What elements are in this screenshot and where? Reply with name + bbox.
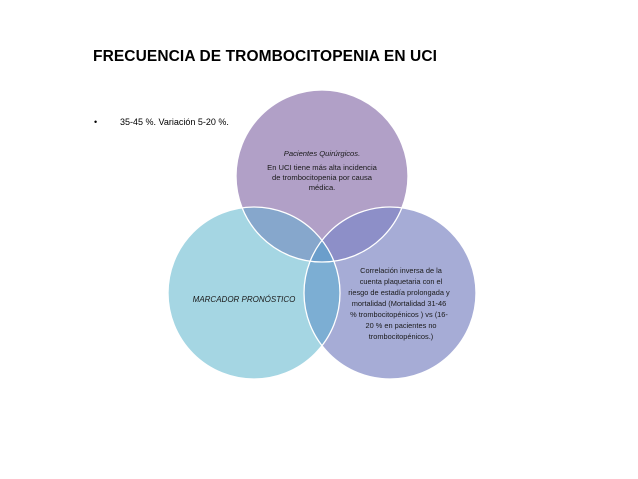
top-circle-line: de trombocitopenia por causa	[272, 173, 373, 182]
top-circle-line: médica.	[309, 183, 336, 192]
right-circle-line: % trombocitopénicos ) vs (16-	[350, 310, 448, 319]
right-circle-line: riesgo de estadía prolongada y	[348, 288, 450, 297]
top-circle-line: En UCI tiene más alta incidencia	[267, 163, 378, 172]
venn-overlap-top-right	[304, 207, 408, 262]
right-circle-line: 20 % en pacientes no	[365, 321, 436, 330]
right-circle-line: trombocitopénicos.)	[369, 332, 434, 341]
right-circle-line: mortalidad (Mortalidad 31-46	[352, 299, 446, 308]
bullet-text: 35-45 %. Variación 5-20 %.	[120, 117, 229, 127]
right-circle-line: cuenta plaquetaria con el	[360, 277, 443, 286]
slide-title: FRECUENCIA DE TROMBOCITOPENIA EN UCI	[93, 48, 438, 65]
top-circle-heading: Pacientes Quirúrgicos.	[284, 149, 360, 158]
left-circle-heading: MARCADOR PRONÓSTICO	[193, 295, 296, 304]
venn-overlap-top-left	[236, 207, 340, 262]
bullet-item: • 35-45 %. Variación 5-20 %.	[94, 117, 229, 127]
bullet-symbol: •	[94, 117, 98, 127]
right-circle-line: Correlación inversa de la	[360, 266, 443, 275]
